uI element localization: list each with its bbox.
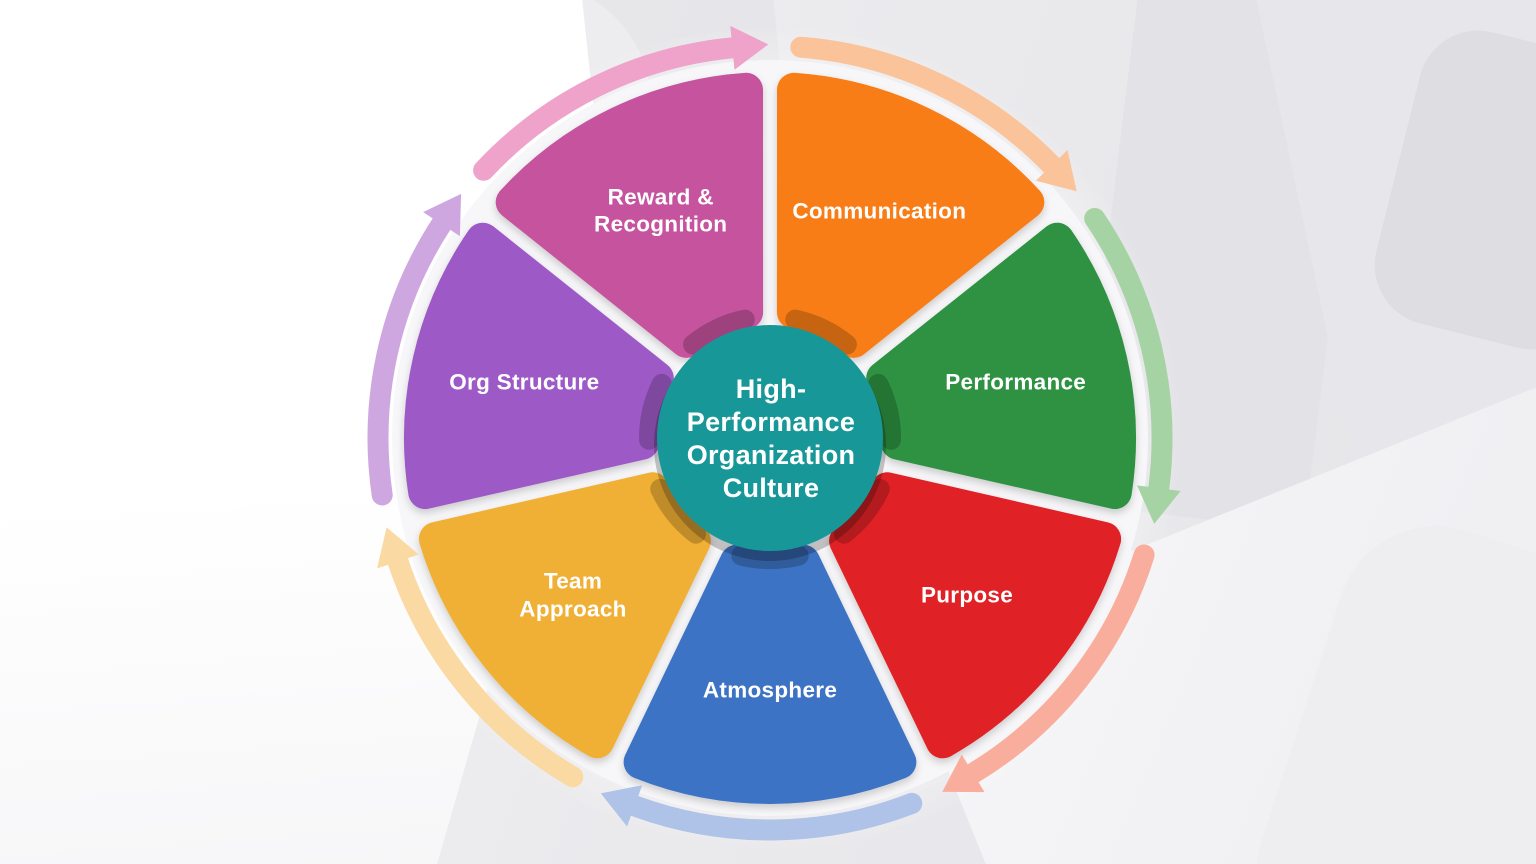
hub-label-line: Organization — [686, 440, 856, 470]
segment-wedge-atmosphere — [623, 544, 917, 804]
flow-arrows-group — [367, 25, 1181, 841]
hub-shadow-arc — [834, 478, 890, 544]
segment-wedge-team-approach — [418, 472, 711, 759]
flow-arrowhead-reward-recognition — [730, 25, 769, 70]
hub-label: High- Performance Organization Culture — [687, 373, 856, 505]
flow-arrowhead-communication — [1035, 150, 1077, 192]
flow-arrow-reward-recognition — [473, 25, 769, 181]
flow-arrowhead-performance — [1137, 485, 1181, 524]
hub-shadow-ring — [639, 309, 901, 569]
hub-shadow-arc — [683, 309, 755, 355]
flow-arrow-performance — [1084, 207, 1181, 524]
flow-arrowhead-atmosphere — [600, 785, 643, 827]
hub-group — [654, 325, 886, 561]
flow-arrowhead-purpose — [942, 754, 985, 793]
hub-circle — [657, 325, 883, 551]
segment-wedge-communication — [776, 72, 1045, 358]
hub-label-line: High- — [735, 374, 807, 405]
hub-shadow-arc — [731, 545, 809, 569]
flow-arrow-purpose — [942, 544, 1155, 793]
segments-group — [404, 72, 1136, 804]
segment-wedge-purpose — [829, 472, 1122, 759]
flow-arrowhead-team-approach — [377, 527, 419, 569]
flow-arrow-team-approach — [377, 527, 584, 788]
flow-arrow-org-structure — [367, 193, 462, 506]
segment-wedge-performance — [866, 222, 1136, 510]
hub-shadow-arc — [639, 373, 672, 450]
hub-shadow-arc — [868, 373, 901, 450]
hub-shadow-arc — [650, 478, 706, 544]
segment-wedge-org-structure — [404, 222, 674, 510]
flow-arrow-communication — [790, 36, 1077, 192]
hub-label-line: Performance — [686, 407, 856, 438]
hub-shadow-arc — [785, 309, 857, 355]
flow-arrow-atmosphere — [600, 785, 923, 841]
flow-arrowhead-org-structure — [423, 193, 462, 237]
segment-wedge-reward-recognition — [495, 72, 764, 358]
hub-label-line: Culture — [722, 472, 820, 503]
